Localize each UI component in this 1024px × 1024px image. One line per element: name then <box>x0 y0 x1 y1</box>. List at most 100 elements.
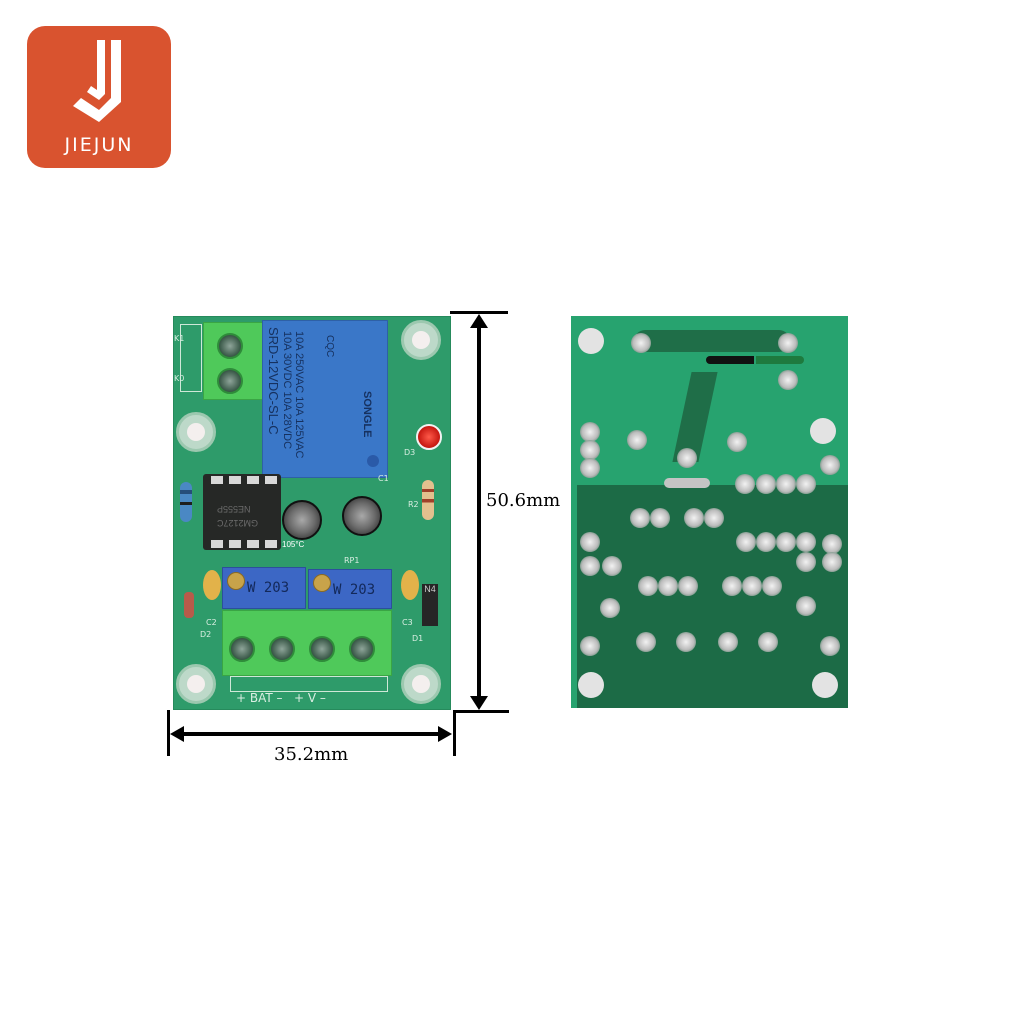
solder-pad <box>796 552 816 572</box>
slot-green <box>756 356 804 364</box>
solder-pad <box>650 508 670 528</box>
solder-pad <box>778 370 798 390</box>
dimension-height-label: 50.6mm <box>486 490 561 511</box>
silk-c3: C3 <box>402 618 413 627</box>
mounting-hole <box>578 328 604 354</box>
arrow-up-icon <box>470 314 488 328</box>
chip-label: NE555P <box>217 504 251 514</box>
solder-pad <box>776 532 796 552</box>
solder-pad <box>722 576 742 596</box>
silk-r2: R2 <box>408 500 419 509</box>
silkscreen-box <box>180 324 202 392</box>
solder-pad <box>718 632 738 652</box>
solder-pad <box>822 552 842 572</box>
pot-label: W 203 <box>333 582 376 598</box>
dimension-tick-top <box>450 311 508 314</box>
dimension-line-height <box>477 322 481 702</box>
solder-pad <box>580 532 600 552</box>
solder-pad <box>684 508 704 528</box>
silk-c2: C2 <box>206 618 217 627</box>
chip-pin <box>265 540 277 548</box>
red-led <box>416 424 442 450</box>
relay-brand: SONGLE <box>361 391 373 438</box>
silk-k1: K1 <box>174 334 185 343</box>
pot-screw-icon <box>227 572 245 590</box>
solder-pad <box>820 636 840 656</box>
arrow-left-icon <box>170 726 184 742</box>
mounting-hole <box>810 418 836 444</box>
solder-pad <box>630 508 650 528</box>
solder-pad <box>796 596 816 616</box>
chip-code: GM2127C <box>217 518 259 528</box>
slot-black <box>706 356 754 364</box>
chip-pin <box>211 476 223 484</box>
arrow-right-icon <box>438 726 452 742</box>
resistor <box>422 480 434 520</box>
screw-icon <box>269 636 295 662</box>
electrolytic-capacitor <box>282 500 322 540</box>
solder-pad <box>677 448 697 468</box>
relay-cert: CQC <box>324 335 335 358</box>
chip-pin <box>211 540 223 548</box>
screw-icon <box>229 636 255 662</box>
brand-name: JIEJUN <box>64 134 134 156</box>
pot-screw-icon <box>313 574 331 592</box>
silk-k0: K0 <box>174 374 185 383</box>
relay-dot <box>367 455 379 467</box>
ceramic-capacitor <box>401 570 419 600</box>
arrow-down-icon <box>470 696 488 710</box>
solder-pad <box>796 532 816 552</box>
solder-pad <box>704 508 724 528</box>
pcb-trace <box>634 330 790 352</box>
solder-pad <box>820 455 840 475</box>
solder-pad <box>580 440 600 460</box>
relay-model: SRD-12VDC-SL-C <box>266 327 281 435</box>
silk-d2: D2 <box>200 630 212 639</box>
solder-pad <box>735 474 755 494</box>
dimension-tick-bottom <box>455 710 509 713</box>
solder-pad <box>631 333 651 353</box>
chip-pin <box>247 540 259 548</box>
ceramic-capacitor <box>203 570 221 600</box>
screw-icon <box>217 368 243 394</box>
relay-spec-line-2: 10A 30VDC 10A 28VDC <box>281 331 293 450</box>
chip-pin <box>229 540 241 548</box>
dimension-line-width <box>180 732 442 736</box>
relay: 10A 250VAC 10A 125VAC 10A 30VDC 10A 28VD… <box>262 320 388 478</box>
screw-icon <box>217 333 243 359</box>
solder-pad <box>602 556 622 576</box>
chip-pin <box>247 476 259 484</box>
solder-pad <box>580 636 600 656</box>
mounting-hole <box>176 412 216 452</box>
solder-pad <box>676 632 696 652</box>
solder-pad <box>638 576 658 596</box>
solder-pad <box>580 458 600 478</box>
silk-rp1: RP1 <box>344 556 360 565</box>
mounting-hole <box>176 664 216 704</box>
potentiometer: W 203 <box>222 567 306 609</box>
silk-d3: D3 <box>404 448 416 457</box>
solder-pad <box>600 598 620 618</box>
dimension-tick-right <box>453 710 456 756</box>
electrolytic-capacitor <box>342 496 382 536</box>
mounting-hole <box>812 672 838 698</box>
resistor <box>180 482 192 522</box>
terminal-labels: + BAT – + V – <box>236 691 326 705</box>
silkscreen-box <box>230 676 388 692</box>
solder-pad <box>742 576 762 596</box>
solder-pad <box>580 422 600 442</box>
capacitor-temp: 105°C <box>282 540 305 549</box>
ne555-chip: NE555P GM2127C <box>203 474 281 550</box>
chip-pin <box>229 476 241 484</box>
j-logo-icon <box>73 40 121 122</box>
rectifier-diode: N4 <box>422 584 438 626</box>
zener-diode <box>184 592 194 618</box>
dimension-tick-left <box>167 710 170 756</box>
potentiometer: W 203 <box>308 569 392 609</box>
mounting-hole <box>401 320 441 360</box>
dimension-width-label: 35.2mm <box>274 744 349 765</box>
brand-logo: JIEJUN <box>27 26 171 168</box>
solder-pad <box>756 474 776 494</box>
solder-pad <box>778 333 798 353</box>
solder-pad <box>796 474 816 494</box>
